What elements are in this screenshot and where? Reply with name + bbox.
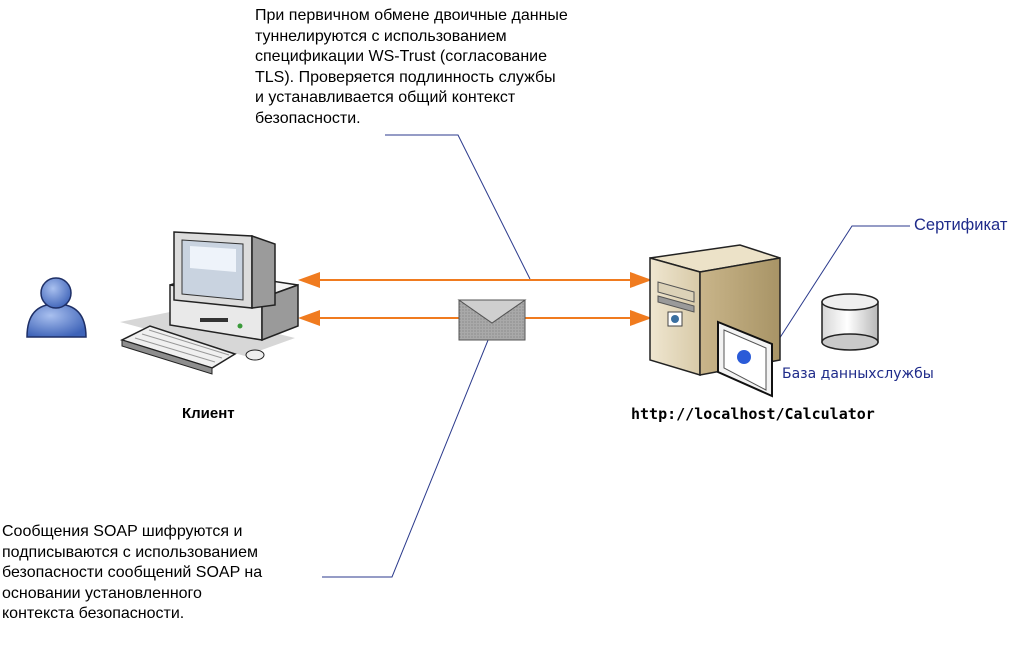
certificate-label: Сертификат <box>914 216 1008 234</box>
client-label: Клиент <box>182 405 235 422</box>
envelope-icon <box>457 299 527 341</box>
database-label: База данныхслужбы <box>782 366 934 382</box>
callout-messages <box>322 317 498 578</box>
certificate-icon <box>717 320 773 398</box>
user-icon <box>26 277 87 338</box>
soap-message-note: Сообщения SOAP шифруются и подписываются… <box>2 523 263 622</box>
callout-handshake <box>385 134 531 280</box>
service-url-label: http://localhost/Calculator <box>631 405 875 423</box>
client-computer-icon <box>119 231 299 375</box>
database-icon <box>821 293 879 351</box>
handshake-arrow <box>298 272 652 288</box>
handshake-note: При первичном обмене двоичные данные тун… <box>255 7 568 127</box>
callout-certificate <box>771 225 910 351</box>
